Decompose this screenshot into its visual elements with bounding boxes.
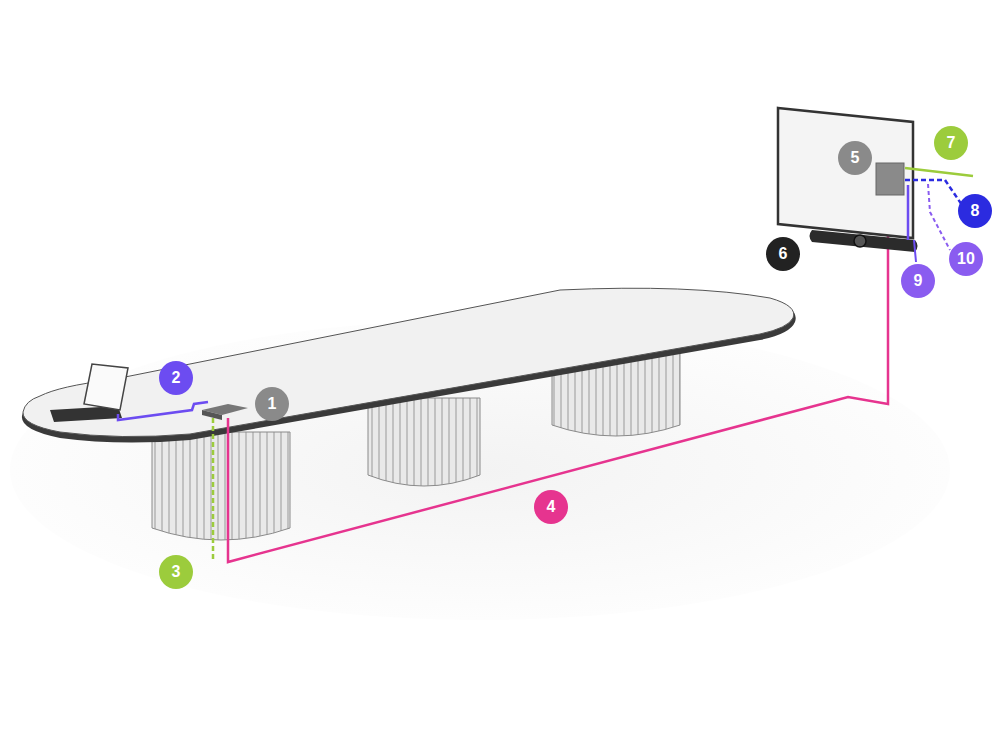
network-cable bbox=[228, 195, 888, 562]
power-lead bbox=[905, 168, 973, 176]
usb-lead bbox=[905, 180, 962, 205]
power-cable bbox=[212, 418, 215, 562]
camera-lens bbox=[854, 235, 866, 247]
callout-number: 3 bbox=[159, 555, 193, 589]
callout-number: 9 bbox=[901, 264, 935, 298]
hdmi-lead bbox=[907, 185, 910, 240]
video-bar bbox=[810, 230, 918, 252]
callout-number: 7 bbox=[934, 126, 968, 160]
callout-number: 6 bbox=[766, 237, 800, 271]
soundbar bbox=[810, 230, 918, 252]
callout-number: 10 bbox=[949, 242, 983, 276]
display bbox=[778, 108, 913, 238]
hdmi-cable bbox=[118, 402, 208, 420]
callout-number: 4 bbox=[534, 490, 568, 524]
hdmi-lead-2 bbox=[928, 184, 950, 250]
leader-line bbox=[914, 240, 916, 262]
pedestal bbox=[368, 398, 480, 486]
laptop bbox=[50, 364, 128, 422]
table-top bbox=[23, 288, 794, 436]
callout-number: 5 bbox=[838, 141, 872, 175]
callout-number: 1 bbox=[255, 387, 289, 421]
pedestal bbox=[152, 432, 290, 540]
callout-number: 8 bbox=[958, 194, 992, 228]
laptop-screen bbox=[84, 364, 128, 410]
compute-box bbox=[876, 163, 904, 195]
callout-number: 2 bbox=[159, 361, 193, 395]
